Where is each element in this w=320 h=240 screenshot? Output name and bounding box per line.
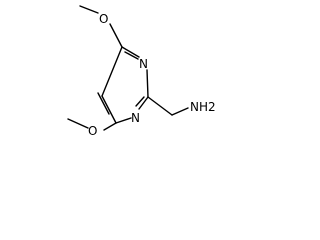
amine-label: NH2 <box>190 100 216 114</box>
nitrogen-label-upper: N <box>139 57 148 71</box>
ring-bond-n3-c2 <box>146 69 149 98</box>
o-ring-bond-bottom <box>103 122 117 131</box>
methyl-o-bond-bottom <box>67 118 89 129</box>
ring-bond-c6-c5 <box>101 95 117 124</box>
ring-bond-c5-c4 <box>101 46 123 97</box>
ring-double-bond-c2-n1 <box>135 96 145 107</box>
ring-double-bond-c6-c5 <box>97 92 110 115</box>
molecule-structure: O N N O NH2 <box>67 5 216 138</box>
oxygen-label-bottom: O <box>88 124 97 138</box>
o-ring-bond-top <box>109 23 123 48</box>
ring-bond-n1-c6 <box>115 117 132 124</box>
ch2-n-bond <box>171 107 189 116</box>
methyl-o-bond-top <box>79 5 99 14</box>
ring-ch2-bond <box>147 96 173 116</box>
ring-bond-c4-n3 <box>121 46 140 58</box>
oxygen-label-top: O <box>99 12 108 26</box>
ring-double-bond-c4-n3 <box>124 51 139 60</box>
ring-bond-c2-n1 <box>138 96 149 110</box>
nitrogen-label-lower: N <box>131 111 140 125</box>
